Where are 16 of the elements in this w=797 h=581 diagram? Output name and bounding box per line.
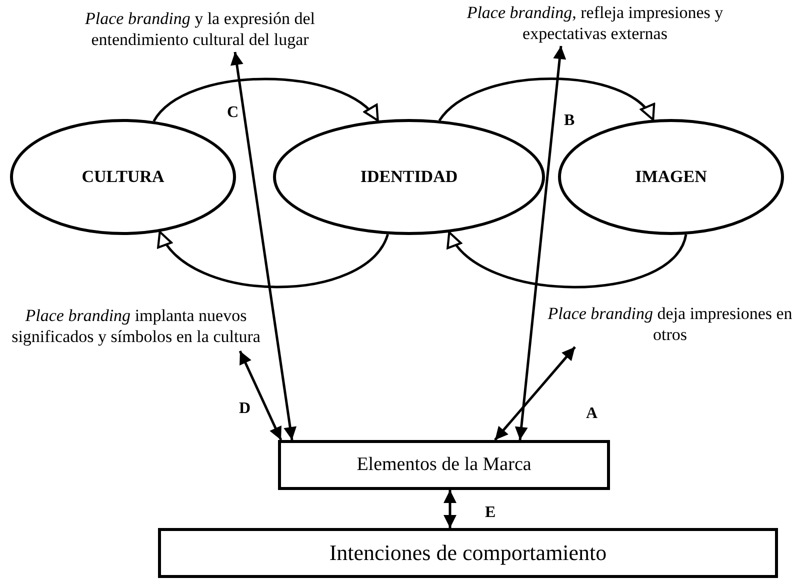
process-box: Intenciones de comportamiento [158, 528, 778, 578]
annotation-text: Place branding y la expresión del entendimiento cultural del lugar [45, 8, 355, 52]
curved-arrow [438, 78, 654, 122]
process-box: Elementos de la Marca [278, 440, 610, 490]
concept-ellipse: IDENTIDAD [273, 119, 545, 235]
curved-arrow [152, 78, 379, 122]
annotation-text: Place branding deja impresiones en otros [545, 303, 795, 347]
double-arrow [514, 46, 566, 440]
double-arrow [444, 490, 456, 528]
double-arrow [238, 350, 282, 441]
concept-ellipse: CULTURA [10, 119, 236, 235]
double-arrow [494, 346, 576, 441]
annotation-text: Place branding implanta nuevos significados y símbolos en la cultura [5, 305, 267, 351]
curved-arrow [448, 231, 688, 288]
annotation-text: Place branding, refleja impresiones y expectativas externas [440, 2, 750, 46]
curved-arrow [158, 230, 389, 288]
